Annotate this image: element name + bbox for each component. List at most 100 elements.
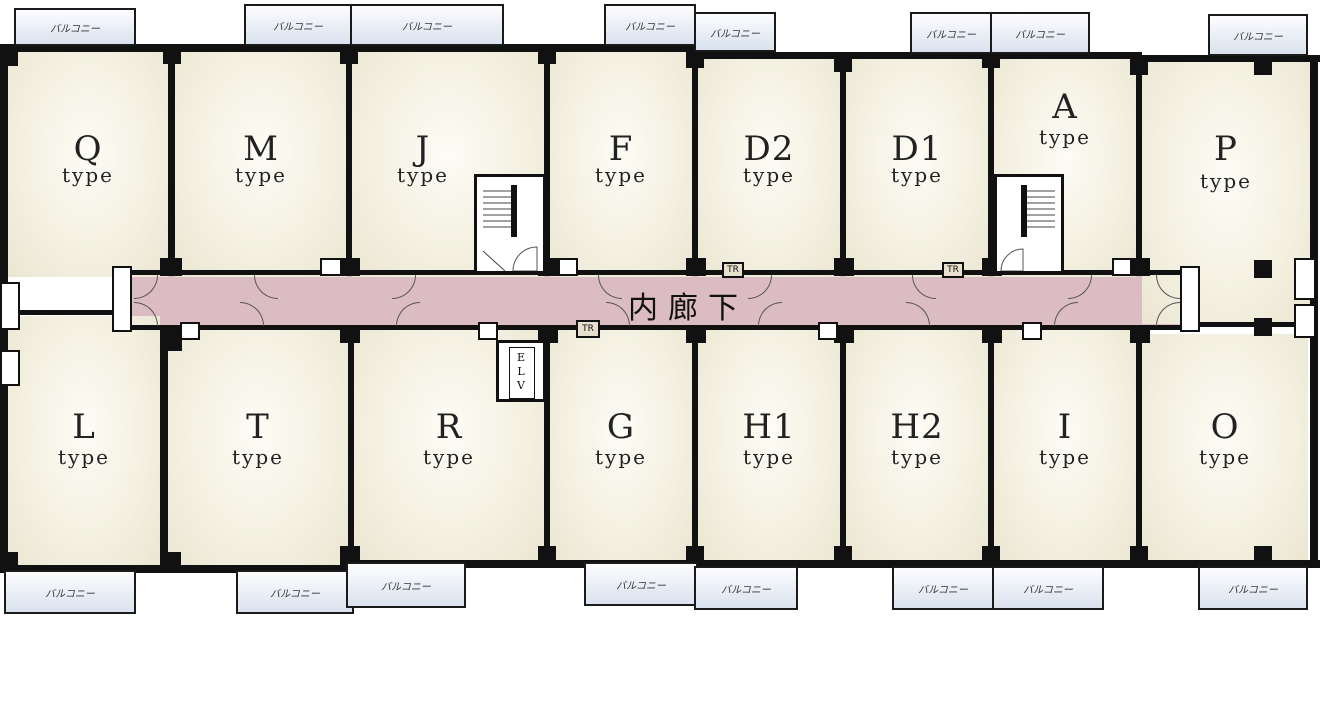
room-h2[interactable]: H2 type: [846, 326, 988, 562]
room-d2-code: D2: [743, 129, 795, 169]
room-r-code: R: [435, 407, 463, 447]
room-t[interactable]: T type: [168, 326, 348, 568]
pipe-space: [478, 322, 498, 340]
room-i[interactable]: I type: [994, 326, 1136, 562]
room-d1[interactable]: D1 type: [846, 58, 988, 277]
room-t-code: T: [246, 407, 270, 447]
room-d2[interactable]: D2 type: [698, 58, 840, 277]
balcony-r: バルコニー: [346, 562, 466, 608]
corridor-wall-top: [112, 270, 1198, 275]
column: [834, 52, 852, 72]
room-d1-code: D1: [891, 129, 943, 169]
stairwell-east: [994, 174, 1064, 274]
balcony-q: バルコニー: [14, 8, 136, 46]
room-m-code: M: [243, 129, 279, 169]
balcony-h1: バルコニー: [694, 566, 798, 610]
corridor-end-window-left: [112, 266, 132, 332]
column: [340, 258, 360, 276]
balcony-d2: バルコニー: [694, 12, 776, 52]
column: [1254, 260, 1272, 278]
partition-d1-a: [988, 58, 994, 272]
elevator-letter-v: V: [517, 379, 525, 392]
column: [686, 258, 706, 276]
column: [0, 44, 18, 66]
partition-m-j: [346, 52, 352, 272]
partition-h2-i: [988, 330, 994, 562]
partition-q-l: [8, 310, 112, 315]
room-m-type: type: [235, 163, 287, 187]
partition-i-o: [1136, 330, 1142, 562]
room-p-code: P: [1214, 129, 1238, 169]
room-f-type: type: [595, 163, 647, 187]
balcony-o: バルコニー: [1198, 566, 1308, 610]
balcony-h2: バルコニー: [892, 566, 994, 610]
elevator: E L V: [496, 340, 546, 402]
room-h2-type: type: [891, 445, 943, 469]
room-i-type: type: [1039, 445, 1091, 469]
room-d2-type: type: [743, 163, 795, 187]
trash-room-2: TR: [942, 262, 964, 278]
partition-h1-h2: [840, 330, 846, 562]
column: [1130, 325, 1150, 343]
partition-a-p: [1136, 58, 1142, 272]
trash-room-3: TR: [576, 320, 600, 338]
column: [1130, 546, 1148, 566]
column: [160, 258, 182, 276]
room-p-type: type: [1200, 169, 1252, 193]
room-d1-type: type: [891, 163, 943, 187]
room-g[interactable]: G type: [550, 326, 692, 562]
room-h1-code: H1: [742, 407, 796, 447]
room-l-code: L: [72, 407, 96, 447]
pipe-space: [320, 258, 342, 276]
elevator-letter-l: L: [517, 365, 525, 378]
room-o-code: O: [1210, 407, 1240, 447]
balcony-p: バルコニー: [1208, 14, 1308, 56]
column: [686, 325, 706, 343]
room-i-code: I: [1057, 407, 1073, 447]
balcony-i: バルコニー: [992, 566, 1104, 610]
column: [1254, 55, 1272, 75]
balcony-t: バルコニー: [236, 570, 354, 614]
room-o-type: type: [1199, 445, 1251, 469]
column: [340, 325, 360, 343]
stairwell-west: [474, 174, 546, 274]
column: [163, 44, 181, 64]
pipe-space: [180, 322, 200, 340]
balcony-a: バルコニー: [990, 12, 1090, 54]
column: [160, 325, 182, 351]
pipe-space: [1022, 322, 1042, 340]
room-g-code: G: [606, 407, 636, 447]
column: [1130, 55, 1148, 75]
column: [1254, 546, 1272, 566]
stairs-icon: [482, 185, 538, 271]
room-a-code: A: [1052, 87, 1078, 127]
balcony-j: バルコニー: [350, 4, 504, 46]
pipe-space: [818, 322, 838, 340]
outer-wall-top-mid: [692, 52, 1142, 59]
room-f-code: F: [608, 129, 634, 169]
room-q-code: Q: [73, 129, 103, 169]
window-east-lower: [1294, 304, 1316, 338]
room-a-type: type: [1039, 125, 1091, 149]
room-h1[interactable]: H1 type: [698, 326, 840, 562]
partition-l-t: [160, 330, 168, 570]
room-o[interactable]: O type: [1142, 334, 1308, 562]
window-west-lower: [0, 350, 20, 386]
room-f[interactable]: F type: [550, 52, 692, 277]
room-h2-code: H2: [890, 407, 944, 447]
room-q-type: type: [62, 163, 114, 187]
pipe-space: [558, 258, 578, 276]
column: [163, 552, 181, 572]
column: [340, 44, 358, 64]
balcony-f: バルコニー: [604, 4, 696, 46]
column: [538, 546, 556, 566]
window-west: [0, 282, 20, 330]
corridor-wall-bottom: [112, 325, 1198, 330]
corridor-end-window-right: [1180, 266, 1200, 332]
column: [0, 552, 18, 572]
room-m[interactable]: M type: [175, 52, 347, 277]
room-l[interactable]: L type: [8, 316, 160, 568]
room-q[interactable]: Q type: [8, 52, 168, 277]
column: [538, 44, 556, 64]
